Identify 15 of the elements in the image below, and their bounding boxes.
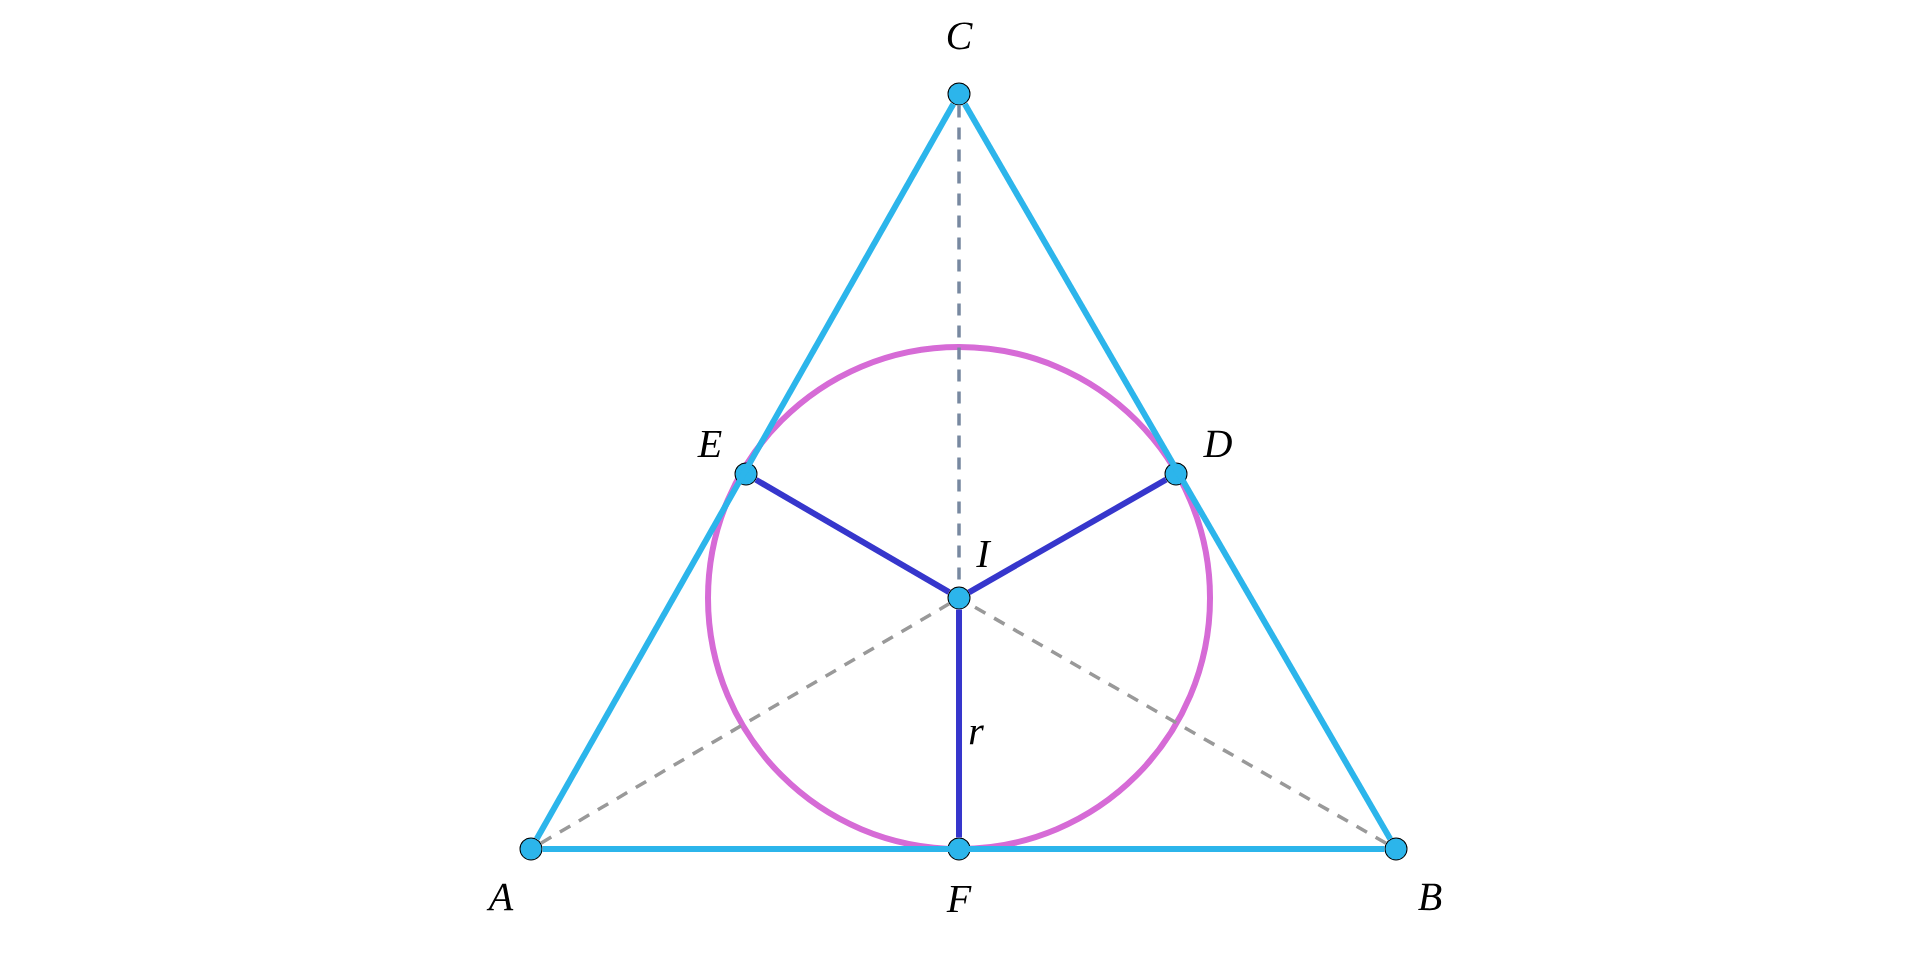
edge-label: r [967, 724, 985, 746]
point-label: B [1418, 883, 1442, 911]
point-label: E [697, 430, 722, 458]
line-segment [967, 477, 1168, 595]
point-label: C [947, 22, 973, 50]
point-label: I [976, 540, 992, 568]
line-segment [962, 102, 1393, 841]
line-segment [540, 602, 950, 845]
point-label: F [946, 885, 972, 913]
point-label: D [1203, 430, 1232, 458]
point-label: A [486, 883, 514, 911]
line-segment [542, 846, 1385, 852]
line-segment [754, 477, 951, 595]
line-segment [956, 609, 962, 838]
line-segment [534, 102, 956, 841]
